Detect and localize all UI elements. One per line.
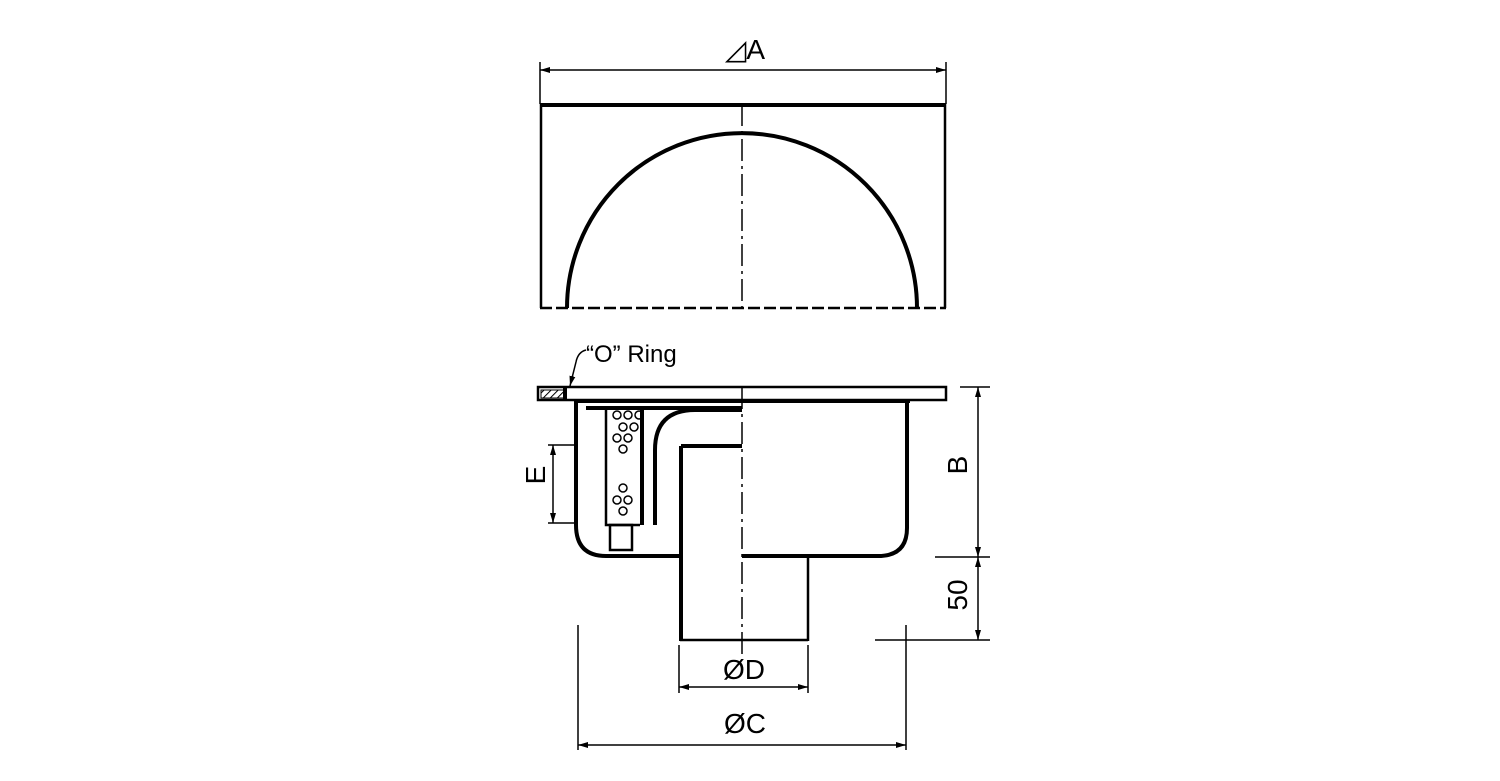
section-view: “O” Ring E xyxy=(520,341,990,750)
dim-a-label: ◿A xyxy=(725,34,766,65)
dim-d-label: ØD xyxy=(723,654,765,685)
dim-c-label: ØC xyxy=(724,708,766,739)
dim-50-label: 50 xyxy=(942,579,973,610)
top-view: ◿A xyxy=(539,34,947,310)
filter-perforations xyxy=(612,410,644,516)
body-right-wall xyxy=(742,401,909,558)
body-left-wall xyxy=(574,401,680,558)
dim-b-label: B xyxy=(942,456,973,475)
dim-e-label: E xyxy=(520,466,551,485)
o-ring xyxy=(540,389,566,399)
filter-plug xyxy=(608,523,634,552)
o-ring-leader xyxy=(569,349,587,387)
o-ring-label: “O” Ring xyxy=(586,341,677,368)
